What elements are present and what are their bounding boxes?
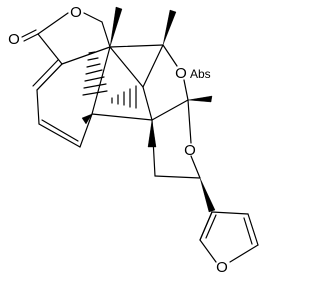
- hashed-bond-c10: [82, 51, 108, 96]
- bond: [61, 46, 111, 65]
- bond: [190, 155, 201, 179]
- wedge-bond: [147, 119, 157, 148]
- bond: [36, 89, 40, 125]
- bond: [36, 63, 63, 91]
- bond: [142, 86, 153, 121]
- bond: [83, 12, 103, 23]
- bond: [205, 214, 217, 239]
- bond: [162, 44, 178, 67]
- bond: [211, 211, 249, 215]
- bond: [101, 21, 111, 48]
- bond: [37, 33, 63, 65]
- bond: [79, 113, 93, 148]
- wedge-bond: [162, 9, 177, 46]
- wedge-bond: [109, 6, 123, 48]
- bond: [109, 46, 144, 88]
- atom-labels: O O O Abs O O: [8, 4, 228, 276]
- wedge-bonds: [81, 6, 216, 213]
- bond: [91, 113, 153, 121]
- bond: [91, 46, 111, 115]
- bond: [243, 217, 253, 245]
- bond: [142, 44, 164, 88]
- wedge-bond: [187, 95, 213, 103]
- wedge-bond: [199, 177, 216, 213]
- epoxide-oxygen-label: O: [175, 65, 187, 82]
- bond: [199, 239, 217, 263]
- hashed-bond-c9: [111, 85, 137, 109]
- stereo-abs-label: Abs: [190, 67, 211, 81]
- lactone-oxygen-label: O: [70, 4, 82, 21]
- bond: [21, 29, 37, 38]
- chemical-structure-diagram: O O O Abs O O: [8, 4, 259, 276]
- bond: [23, 33, 39, 42]
- bond: [199, 211, 213, 241]
- furan-oxygen-label: O: [216, 259, 228, 276]
- bond: [183, 79, 189, 101]
- double-bonds: [21, 29, 259, 246]
- bond: [229, 244, 259, 263]
- bond: [32, 59, 59, 87]
- bond: [38, 123, 81, 148]
- bond: [41, 119, 79, 142]
- bond: [109, 44, 164, 48]
- bond: [154, 175, 201, 179]
- bond: [187, 99, 192, 144]
- carbonyl-oxygen-label: O: [8, 31, 20, 48]
- bond: [151, 99, 189, 121]
- single-bonds: [36, 12, 259, 263]
- ether-oxygen-label: O: [184, 142, 196, 159]
- bond: [247, 213, 259, 246]
- hashed-bonds: [82, 51, 137, 109]
- wedge-bond: [81, 113, 93, 125]
- bond: [37, 12, 69, 35]
